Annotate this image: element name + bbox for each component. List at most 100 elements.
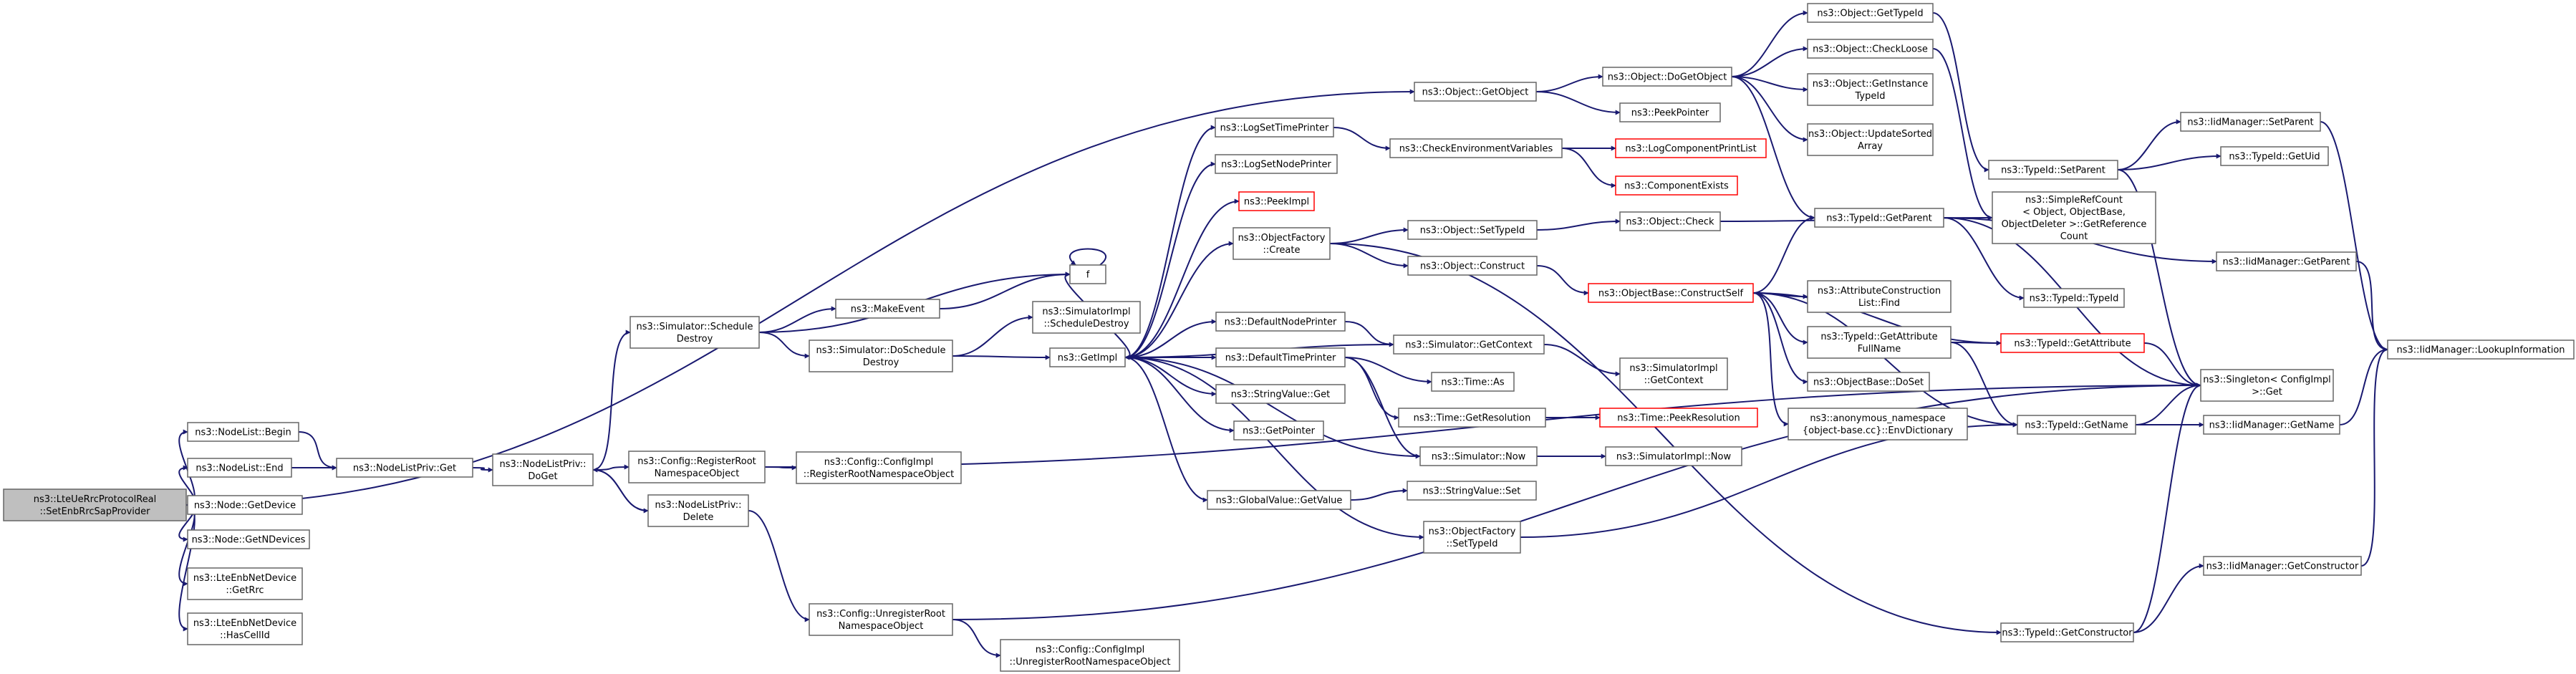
node-simimpl-getcontext[interactable]: ns3::SimulatorImpl::GetContext xyxy=(1619,357,1728,390)
node-typeid-typeid[interactable]: ns3::TypeId::TypeId xyxy=(2023,288,2125,308)
node-label: ns3::Simulator::DoSchedule xyxy=(816,345,945,356)
node-time-getresolution[interactable]: ns3::Time::GetResolution xyxy=(1398,408,1546,428)
node-iidmanager-getconstructor[interactable]: ns3::IidManager::GetConstructor xyxy=(2203,556,2362,576)
node-sim-schedule-destroy[interactable]: ns3::Simulator::ScheduleDestroy xyxy=(629,316,760,349)
edge-cfg_unregister-to-singleton_get xyxy=(952,382,2201,620)
node-log-set-node[interactable]: ns3::LogSetNodePrinter xyxy=(1215,154,1338,174)
node-nlp-get[interactable]: ns3::NodeListPriv::Get xyxy=(336,458,473,478)
node-label: ns3::SimpleRefCount xyxy=(2025,195,2123,206)
node-anon-envdictionary[interactable]: ns3::anonymous_namespace{object-base.cc}… xyxy=(1788,408,1968,440)
node-label: ns3::SimulatorImpl xyxy=(1042,307,1130,317)
node-iidmanager-lookupinformation[interactable]: ns3::IidManager::LookupInformation xyxy=(2387,340,2575,360)
node-cfg-register[interactable]: ns3::Config::RegisterRootNamespaceObject xyxy=(628,451,766,483)
node-typeid-getattribute[interactable]: ns3::TypeId::GetAttribute xyxy=(2000,333,2145,353)
node-box xyxy=(1232,227,1331,260)
node-label: ns3::LogSetTimePrinter xyxy=(1220,123,1329,134)
node-nlp-delete[interactable]: ns3::NodeListPriv::Delete xyxy=(647,494,749,527)
node-enb-hascellid[interactable]: ns3::LteEnbNetDevice::HasCellId xyxy=(187,612,303,645)
node-cfg-impl-register[interactable]: ns3::Config::ConfigImpl::RegisterRootNam… xyxy=(796,451,962,484)
edge-root-to-object_getobject xyxy=(185,89,1415,506)
edge-typeid_setparent-to-typeid_getuid xyxy=(2117,153,2222,170)
node-time-peekresolution[interactable]: ns3::Time::PeekResolution xyxy=(1599,408,1758,428)
node-typeid-getuid[interactable]: ns3::TypeId::GetUid xyxy=(2220,146,2329,166)
node-stringvalue-get[interactable]: ns3::StringValue::Get xyxy=(1215,384,1346,404)
node-getpointer[interactable]: ns3::GetPointer xyxy=(1233,420,1324,440)
edge-objbase_constructself-to-typeid_getname xyxy=(1752,292,2018,428)
node-object-gettypeid[interactable]: ns3::Object::GetTypeId xyxy=(1807,3,1934,23)
node-globalvalue-getvalue[interactable]: ns3::GlobalValue::GetValue xyxy=(1207,490,1351,510)
node-label: >::Get xyxy=(2252,387,2282,398)
node-iidmanager-setparent[interactable]: ns3::IidManager::SetParent xyxy=(2180,112,2321,132)
edge-getimpl-to-objfactory_create xyxy=(1124,241,1234,358)
node-label: ns3::NodeList::End xyxy=(196,463,283,474)
node-time-as[interactable]: ns3::Time::As xyxy=(1431,372,1515,392)
node-label: ns3::TypeId::GetAttribute xyxy=(1820,332,1937,342)
node-box xyxy=(809,340,953,372)
node-log-component-print[interactable]: ns3::LogComponentPrintList xyxy=(1615,138,1767,158)
node-nodelist-begin[interactable]: ns3::NodeList::Begin xyxy=(187,422,299,442)
node-enb-getrrc[interactable]: ns3::LteEnbNetDevice::GetRrc xyxy=(187,567,303,600)
node-objbase-constructself[interactable]: ns3::ObjectBase::ConstructSelf xyxy=(1588,283,1754,303)
node-object-settypeid[interactable]: ns3::Object::SetTypeId xyxy=(1407,220,1538,240)
node-make-event[interactable]: ns3::MakeEvent xyxy=(835,299,940,319)
node-peekpointer[interactable]: ns3::PeekPointer xyxy=(1619,102,1721,122)
node-typeid-getconstructor[interactable]: ns3::TypeId::GetConstructor xyxy=(2000,622,2134,642)
node-cfg-unregister[interactable]: ns3::Config::UnregisterRootNamespaceObje… xyxy=(809,603,953,636)
node-object-checkloose[interactable]: ns3::Object::CheckLoose xyxy=(1807,39,1934,59)
node-label: ns3::PeekImpl xyxy=(1244,197,1309,208)
node-nodelist-end[interactable]: ns3::NodeList::End xyxy=(187,458,292,478)
node-getimpl[interactable]: ns3::GetImpl xyxy=(1049,347,1126,367)
node-object-dogetobject[interactable]: ns3::Object::DoGetObject xyxy=(1602,67,1732,87)
node-object-check[interactable]: ns3::Object::Check xyxy=(1619,211,1721,231)
node-box xyxy=(1407,481,1537,501)
node-simimpl-schedule-destroy[interactable]: ns3::SimulatorImpl::ScheduleDestroy xyxy=(1032,301,1141,334)
node-check-env[interactable]: ns3::CheckEnvironmentVariables xyxy=(1389,138,1563,158)
node-stringvalue-set[interactable]: ns3::StringValue::Set xyxy=(1407,481,1537,501)
node-default-node-printer[interactable]: ns3::DefaultNodePrinter xyxy=(1215,312,1346,332)
node-iidmanager-getname[interactable]: ns3::IidManager::GetName xyxy=(2203,415,2340,435)
node-object-getobject[interactable]: ns3::Object::GetObject xyxy=(1414,82,1537,102)
node-label: ::HasCellId xyxy=(220,630,270,641)
node-object-construct[interactable]: ns3::Object::Construct xyxy=(1407,256,1538,276)
node-label: ns3::TypeId::GetName xyxy=(2025,420,2128,431)
node-iidmanager-getparent[interactable]: ns3::IidManager::GetParent xyxy=(2216,251,2357,271)
node-box xyxy=(2220,146,2329,166)
node-component-exists[interactable]: ns3::ComponentExists xyxy=(1615,175,1738,196)
node-default-time-printer[interactable]: ns3::DefaultTimePrinter xyxy=(1215,347,1346,367)
node-nlp-doget[interactable]: ns3::NodeListPriv::DoGet xyxy=(492,453,594,486)
node-log-set-time[interactable]: ns3::LogSetTimePrinter xyxy=(1215,117,1334,138)
node-box xyxy=(1389,138,1563,158)
edge-objfactory_create-to-object_construct xyxy=(1329,243,1409,269)
edge-nodelist_begin-to-nlp_get xyxy=(298,431,337,471)
node-typeid-getname[interactable]: ns3::TypeId::GetName xyxy=(2017,415,2136,435)
node-label: ns3::GlobalValue::GetValue xyxy=(1216,496,1343,506)
node-sim-now[interactable]: ns3::Simulator::Now xyxy=(1419,446,1538,466)
node-label: ns3::IidManager::LookupInformation xyxy=(2396,345,2565,356)
node-node-getndevices[interactable]: ns3::Node::GetNDevices xyxy=(187,529,310,549)
node-typeid-getparent[interactable]: ns3::TypeId::GetParent xyxy=(1814,208,1944,228)
node-objbase-doset[interactable]: ns3::ObjectBase::DoSet xyxy=(1807,372,1930,392)
node-cfg-impl-unregister[interactable]: ns3::Config::ConfigImpl::UnregisterRootN… xyxy=(1000,639,1180,672)
node-objfactory-settypeid[interactable]: ns3::ObjectFactory::SetTypeId xyxy=(1423,521,1521,554)
node-f[interactable]: f xyxy=(1069,264,1106,284)
node-simimpl-now[interactable]: ns3::SimulatorImpl::Now xyxy=(1605,446,1742,466)
node-singleton-get[interactable]: ns3::Singleton< ConfigImpl >::Get xyxy=(2200,369,2334,402)
node-sim-getcontext[interactable]: ns3::Simulator::GetContext xyxy=(1393,334,1545,355)
node-objfactory-create[interactable]: ns3::ObjectFactory::Create xyxy=(1232,227,1331,260)
node-box xyxy=(492,453,594,486)
node-label: ::SetEnbRrcSapProvider xyxy=(39,506,150,517)
node-node-getdevice[interactable]: ns3::Node::GetDevice xyxy=(187,495,303,515)
edge-nlp_doget-to-sim_schedule_destroy xyxy=(592,329,631,471)
node-box xyxy=(2000,333,2145,353)
node-simplerefcount[interactable]: ns3::SimpleRefCount< Object, ObjectBase,… xyxy=(1992,191,2156,244)
edge-cfg_unregister-to-cfg_impl_unregister xyxy=(952,619,1001,658)
node-typeid-setparent[interactable]: ns3::TypeId::SetParent xyxy=(1988,160,2118,180)
node-label: ns3::NodeListPriv::Get xyxy=(353,463,456,474)
edge-typeid_getconstructor-to-singleton_get xyxy=(2133,382,2201,633)
node-peek-impl[interactable]: ns3::PeekImpl xyxy=(1238,191,1315,211)
